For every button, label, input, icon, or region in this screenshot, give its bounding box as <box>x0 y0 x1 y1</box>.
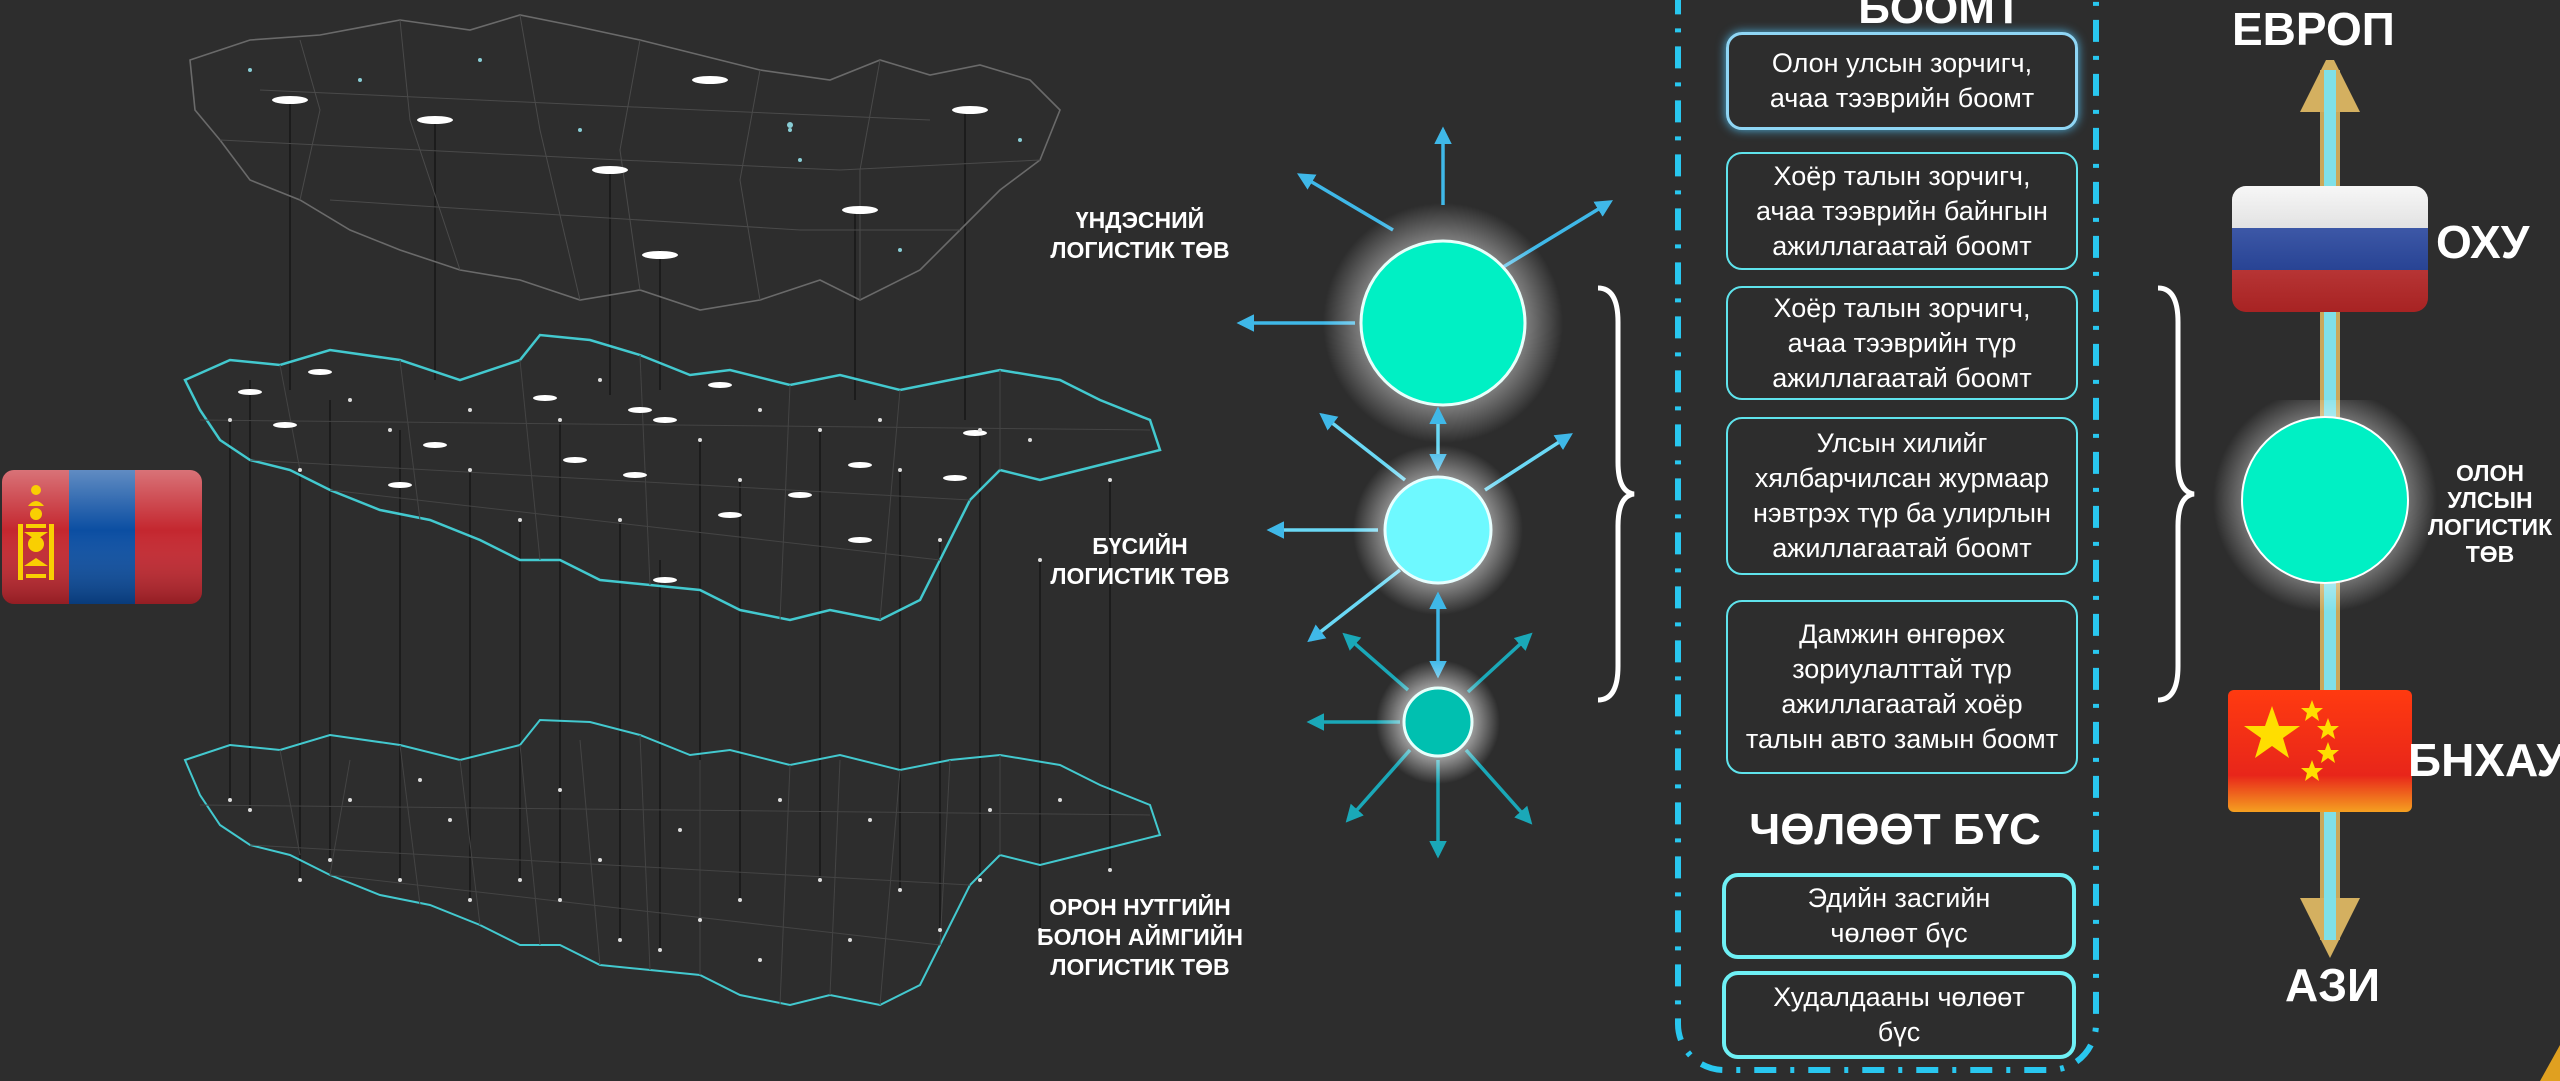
tier-label-local: ОРОН НУТГИЙН БОЛОН АЙМГИЙН ЛОГИСТИК ТӨВ <box>1037 894 1243 980</box>
national-hub-circle <box>1359 239 1527 407</box>
label-russia: ОХУ <box>2436 216 2530 268</box>
ports-header: БООМТ <box>1858 0 2022 33</box>
corner-accent <box>2540 1045 2560 1081</box>
mongolia-flag-icon <box>2 470 202 604</box>
free-zone-title: ЧӨЛӨӨТ БҮС <box>1749 805 2041 854</box>
international-hub <box>2213 400 2437 612</box>
free-zone-box-trade[interactable]: Худалдааны чөлөөт бүс <box>1722 971 2076 1059</box>
map-layer-national <box>189 14 1061 311</box>
brace-left <box>1597 285 1635 703</box>
label-europe: ЕВРОП <box>2232 3 2395 55</box>
china-flag-icon <box>2228 690 2412 812</box>
regional-hub-circle <box>1383 475 1493 585</box>
port-box-2[interactable]: Хоёр талын зорчигч, ачаа тээврийн байнгы… <box>1726 152 2078 270</box>
port-box-4[interactable]: Улсын хилийг хялбарчилсан журмаар нэвтрэ… <box>1726 417 2078 575</box>
russia-flag-icon <box>2232 186 2428 312</box>
brace-right <box>2157 285 2195 703</box>
star-icon <box>2244 700 2339 781</box>
hub-hierarchy-diagram <box>1236 126 1613 859</box>
port-box-3[interactable]: Хоёр талын зорчигч, ачаа тээврийн түр аж… <box>1726 286 2078 400</box>
label-asia: АЗИ <box>2285 959 2381 1011</box>
layer-connector-lines <box>229 100 1111 950</box>
free-zone-box-economic[interactable]: Эдийн засгийн чөлөөт бүс <box>1722 873 2076 959</box>
tier-label-regional: БҮСИЙН ЛОГИСТИК ТӨВ <box>1050 533 1230 589</box>
map-layer-local <box>183 718 1162 1007</box>
port-box-5[interactable]: Дамжин өнгөрөх зориулалттай түр ажиллага… <box>1726 600 2078 774</box>
soyombo-icon <box>18 485 54 580</box>
label-international-hub: ОЛОН УЛСЫН ЛОГИСТИК ТӨВ <box>2427 460 2553 567</box>
map-layer-regional <box>183 333 1162 622</box>
port-box-1[interactable]: Олон улсын зорчигч, ачаа тээврийн боомт <box>1726 32 2078 130</box>
label-china: БНХАУ <box>2408 734 2560 786</box>
local-hub-circle <box>1402 686 1474 758</box>
tier-label-national: ҮНДЭСНИЙ ЛОГИСТИК ТӨВ <box>1050 207 1230 263</box>
